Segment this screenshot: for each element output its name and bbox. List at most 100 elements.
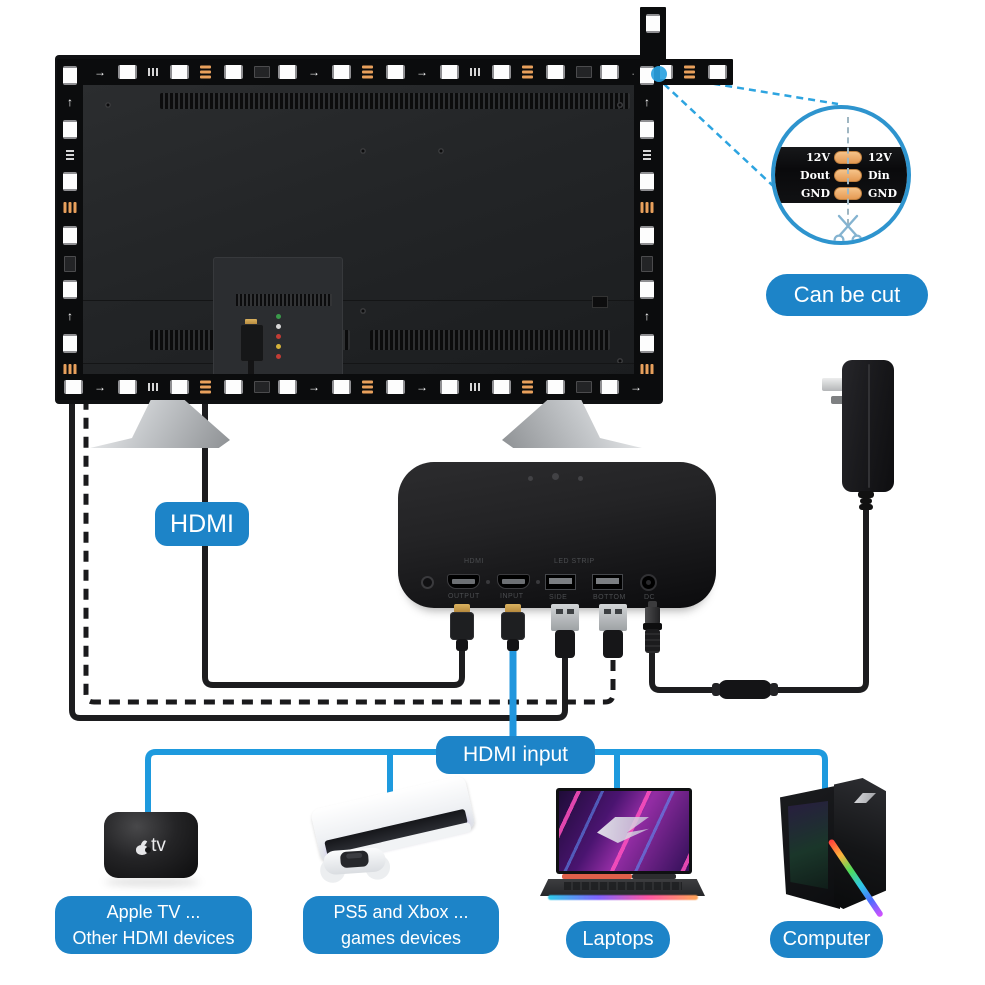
screw: [360, 148, 366, 154]
port-label-bottom: BOTTOM: [593, 594, 626, 601]
usb-connector-body: [555, 630, 575, 658]
laptop-keyboard: [564, 882, 682, 890]
usb-connector-body: [603, 630, 623, 658]
tv-vent-top: [160, 93, 630, 109]
led-strip-extension: [640, 7, 666, 61]
laptop-rgb-glow: [548, 895, 698, 900]
apple-tv-logo-text: tv: [151, 834, 166, 856]
hdmi-cable-label: HDMI: [155, 502, 249, 546]
usb-bottom-port: [592, 574, 623, 590]
seam: [83, 300, 637, 301]
pin-label-din: Din: [868, 169, 890, 182]
scissors-icon: [833, 214, 863, 241]
screw: [360, 308, 366, 314]
desktop-computer-device: [772, 775, 892, 918]
led-strip-bottom: →→→→: [57, 374, 660, 400]
tv-sticker: [592, 296, 608, 308]
port-dot: [276, 334, 281, 339]
caption-line: games devices: [340, 928, 462, 948]
caption-line: Apple TV ...: [106, 901, 201, 922]
led-strip-right: ↑↑: [634, 59, 660, 400]
dc-power-jack: [640, 574, 657, 591]
laptop-screen: [556, 788, 692, 874]
hdmi-plug-contact: [245, 319, 257, 326]
hdmi-connector-neck: [507, 639, 519, 651]
led-strip-left: ↑↑: [57, 59, 83, 400]
computer-caption: Computer: [770, 921, 883, 958]
hdmi-connector-tip: [505, 604, 521, 613]
usb-side-connector: [551, 604, 579, 631]
ferrite-cap: [770, 683, 778, 696]
cut-line: [847, 117, 849, 225]
power-plug-prong: [831, 396, 844, 404]
dc-connector-body: [645, 629, 660, 653]
seam: [83, 363, 637, 364]
strain-relief: [860, 498, 872, 504]
hdmi-input-connector: [501, 612, 525, 640]
ps5-device: [300, 774, 500, 898]
laptop-hinge: [632, 874, 676, 879]
led-strip-top: →→→→: [57, 59, 733, 85]
tv-vent-bottom-right: [370, 330, 610, 350]
adapter-seam: [868, 364, 870, 488]
ps5-caption: PS5 and Xbox ... games devices: [303, 896, 499, 954]
hdmi-plug-wire: [248, 360, 254, 386]
tower-glass-window: [788, 801, 828, 889]
power-adapter: [842, 360, 894, 492]
port-label-side: SIDE: [549, 594, 568, 601]
pin-label-dout: Dout: [800, 169, 830, 182]
power-button: [421, 576, 434, 589]
hdmi-input-label: HDMI input: [436, 736, 595, 774]
apple-tv-device: tv: [104, 812, 198, 878]
power-plug-prong: [822, 378, 844, 391]
ferrite-cap: [712, 683, 720, 696]
can-be-cut-label: Can be cut: [766, 274, 928, 316]
led-control-box: HDMI LED STRIP OUTPUT INPUT SIDE BOTTOM …: [398, 462, 716, 608]
caption-line: Other HDMI devices: [72, 928, 235, 948]
laptop-display: [559, 791, 689, 871]
strain-relief: [858, 491, 874, 498]
hdmi-output-connector: [450, 612, 474, 640]
pin-label-12v-left: 12V: [806, 151, 830, 164]
hdmi-output-cable: [202, 394, 465, 688]
led-dot: [536, 580, 540, 584]
apple-logo-icon: [136, 838, 152, 855]
screw: [617, 358, 623, 364]
usb-side-port: [545, 574, 576, 590]
dc-connector-collar: [643, 623, 662, 630]
port-header-led-strip: LED STRIP: [554, 558, 595, 565]
laptop-device: [540, 782, 705, 902]
screw: [438, 148, 444, 154]
cuttable-strip-inset: 12V Dout GND 12V Din GND: [771, 105, 911, 245]
led-dot: [486, 580, 490, 584]
indicator-dot: [578, 476, 583, 481]
caption-line: PS5 and Xbox ...: [333, 901, 469, 922]
port-header-hdmi: HDMI: [464, 558, 484, 565]
laptops-caption: Laptops: [566, 921, 670, 958]
screw: [105, 102, 111, 108]
logo-mark: [552, 473, 559, 480]
laptop-hinge-accent: [562, 874, 632, 879]
shadow: [104, 878, 200, 886]
ferrite-bead: [718, 680, 772, 699]
hdmi-input-port: [497, 574, 530, 589]
port-label-input: INPUT: [500, 593, 524, 600]
hdmi-connector-tip: [454, 604, 470, 613]
port-label-dc: DC: [644, 594, 656, 601]
tv-mount-plate: [213, 257, 343, 387]
screw: [617, 102, 623, 108]
hdmi-output-port: [447, 574, 480, 589]
usb-bottom-connector: [599, 604, 627, 631]
apple-tv-logo: tv: [136, 836, 166, 855]
cut-point-highlight: [651, 66, 667, 82]
port-label-output: OUTPUT: [448, 593, 480, 600]
port-dot: [276, 324, 281, 329]
dc-connector-tip: [648, 601, 657, 608]
indicator-dot: [528, 476, 533, 481]
hdmi-plug-in-tv: [240, 324, 264, 362]
dc-connector-barrel: [645, 607, 660, 624]
port-dot: [276, 344, 281, 349]
pin-label-gnd-right: GND: [868, 187, 897, 200]
tv-back-panel: [83, 85, 637, 387]
